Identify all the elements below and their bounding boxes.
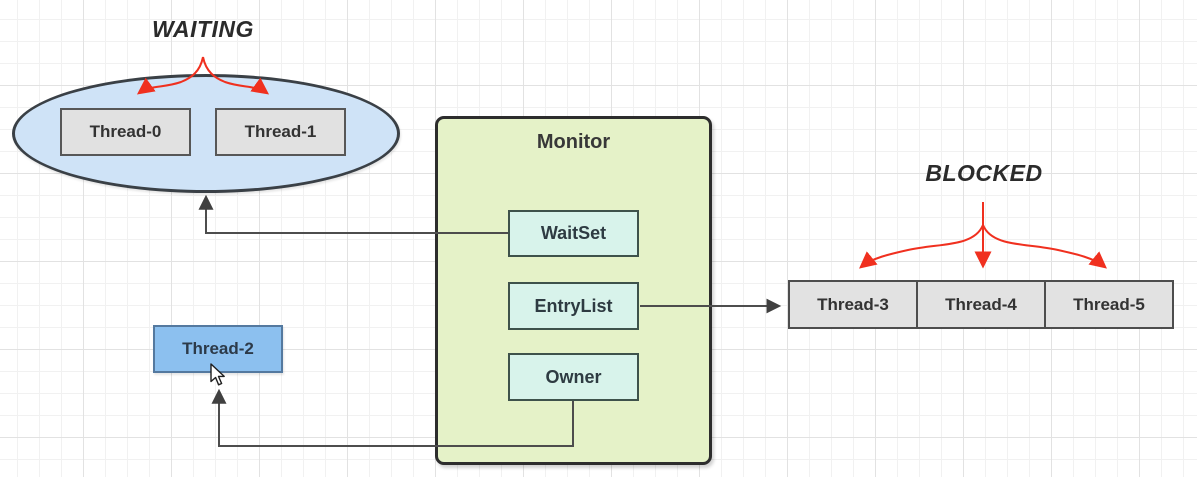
monitor-title: Monitor — [536, 131, 611, 153]
entrylist-slot: EntryList — [508, 282, 639, 330]
owner-slot: Owner — [508, 353, 639, 401]
monitor-box: Monitor WaitSet EntryList Owner — [435, 116, 712, 465]
blocked-fork-arrows — [859, 202, 1107, 269]
thread-4-box: Thread-4 — [916, 280, 1046, 329]
blocked-state-label: BLOCKED — [925, 160, 1043, 186]
thread-3-box: Thread-3 — [788, 280, 918, 329]
blocked-thread-row: Thread-3 Thread-4 Thread-5 — [788, 280, 1174, 329]
thread-2-box: Thread-2 — [153, 325, 283, 373]
thread-1-box: Thread-1 — [215, 108, 346, 156]
thread-5-box: Thread-5 — [1044, 280, 1174, 329]
waiting-state-label: WAITING — [152, 16, 254, 42]
thread-0-box: Thread-0 — [60, 108, 191, 156]
waitset-slot: WaitSet — [508, 210, 639, 257]
